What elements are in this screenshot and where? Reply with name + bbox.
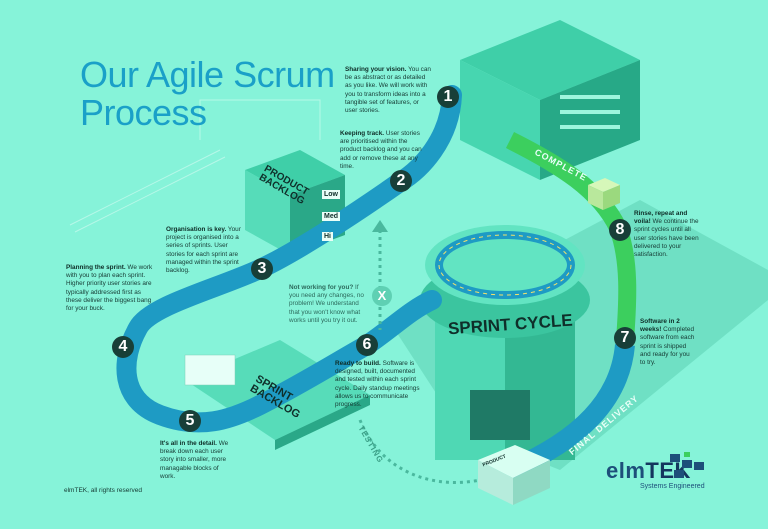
step-title: Sharing your vision. — [345, 66, 407, 73]
step-title: Not working for you? — [289, 284, 354, 291]
priority-med: Med — [322, 212, 340, 221]
not-working-text: Not working for you? If you need any cha… — [289, 284, 365, 325]
page-title: Our Agile Scrum Process — [80, 56, 335, 132]
package-icon — [588, 178, 620, 210]
step-body: Your project is organised into a series … — [166, 226, 241, 275]
step-body: Completed software from each sprint is s… — [640, 326, 695, 367]
logo-mark-icon — [670, 452, 704, 478]
step-title: Software in 2 weeks! — [640, 318, 680, 334]
step-title: Planning the sprint. — [66, 264, 126, 271]
step-badge-3: 3 — [251, 258, 273, 280]
step-text-5: It's all in the detail. We break down ea… — [160, 440, 232, 481]
step-body: We work with you to plan each sprint. Hi… — [66, 264, 153, 313]
elmtek-logo: elmTEK Systems Engineered — [606, 452, 705, 490]
step-body: We continue the sprint cycles until all … — [634, 218, 699, 259]
step-title: Ready to build. — [335, 360, 381, 367]
step-text-8: Rinse, repeat and voila! We continue the… — [634, 210, 700, 259]
testing-path — [358, 230, 481, 484]
copyright-footer: elmTEK, all rights reserved — [64, 487, 143, 494]
step-badge-6: 6 — [356, 334, 378, 356]
title-line-2: Process — [80, 92, 207, 133]
step-text-6: Ready to build. Software is designed, bu… — [335, 360, 425, 409]
logo-text-a: elm — [606, 458, 646, 483]
step-body: We break down each user story into small… — [160, 440, 229, 480]
product-box — [478, 445, 550, 505]
step-body: If you need any changes, no problem! We … — [289, 284, 364, 324]
step-badge-7: 7 — [614, 327, 636, 349]
step-badge-2: 2 — [390, 170, 412, 192]
logo-wordmark: elmTEK — [606, 458, 691, 484]
step-body: User stories are prioritised within the … — [340, 130, 422, 170]
step-body: You can be as abstract or as detailed as… — [345, 66, 431, 115]
step-badge-4: 4 — [112, 336, 134, 358]
logo-tagline: Systems Engineered — [640, 483, 705, 490]
step-text-2: Keeping track. User stories are prioriti… — [340, 130, 425, 171]
not-working-badge: X — [372, 286, 392, 306]
step-body: Software is designed, built, documented … — [335, 360, 420, 409]
priority-low: Low — [322, 190, 340, 199]
step-text-3: Organisation is key. Your project is org… — [166, 226, 248, 275]
step-text-4: Planning the sprint. We work with you to… — [66, 264, 154, 313]
step-badge-5: 5 — [179, 410, 201, 432]
step-text-1: Sharing your vision. You can be as abstr… — [345, 66, 431, 115]
step-title: It's all in the detail. — [160, 440, 217, 447]
up-arrow-icon — [372, 220, 388, 232]
title-line-1: Our Agile Scrum — [80, 54, 335, 95]
step-badge-1: 1 — [437, 86, 459, 108]
priority-hi: Hi — [322, 232, 333, 241]
step-text-7: Software in 2 weeks! Completed software … — [640, 318, 695, 367]
step-badge-8: 8 — [609, 219, 631, 241]
step-title: Rinse, repeat and voila! — [634, 210, 688, 226]
sprint-cycle-tower — [420, 225, 590, 460]
office-building — [460, 20, 640, 180]
step-title: Keeping track. — [340, 130, 385, 137]
step-title: Organisation is key. — [166, 226, 227, 233]
room-lines — [69, 99, 321, 233]
